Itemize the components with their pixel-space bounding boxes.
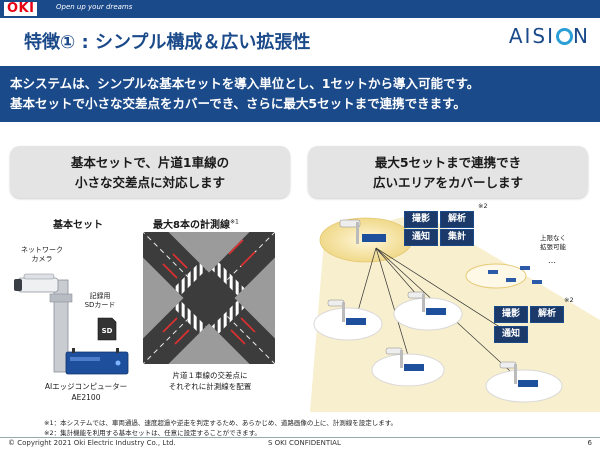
- footnote-2: ※2：集計機能を利用する基本セットは、任意に設定することができます。: [44, 429, 261, 437]
- node-icon-5: [499, 361, 538, 387]
- oki-logo: OKI: [4, 2, 38, 16]
- tag-capture-bottom: 撮影: [494, 306, 528, 323]
- top-bar: OKI Open up your dreams: [0, 0, 600, 18]
- measure-line-3: [228, 239, 244, 255]
- tag-aggregate-top: 集計: [440, 229, 474, 246]
- network-camera-icon: [14, 273, 59, 293]
- footer: © Copyright 2021 Oki Electric Industry C…: [0, 439, 600, 450]
- left-heading-line-2: 小さな交差点に対応します: [74, 175, 225, 190]
- node-disc-6: [465, 263, 527, 289]
- intro-banner: 本システムは、シンプルな基本セットを導入単位とし、1セットから導入可能です。 基…: [0, 66, 600, 122]
- brand-prefix: AISI: [508, 24, 556, 48]
- max-lines-label: 最大8本の計測線※1: [153, 216, 239, 231]
- footer-divider: [0, 437, 600, 438]
- right-note-2: ※2: [564, 296, 574, 304]
- brand-o-icon: [556, 28, 574, 45]
- road-label-line-1: 片道１車線の交差点に: [172, 371, 248, 380]
- sd-icon-text: SD: [102, 327, 113, 335]
- brand-suffix: N: [573, 24, 590, 48]
- unlimited-line-1: 上限なく: [540, 234, 566, 242]
- left-panel-heading: 基本セットで、片道1車線の 小さな交差点に対応します: [10, 146, 290, 198]
- intersection-caption: 片道１車線の交差点に それぞれに計測線を配置: [148, 370, 272, 392]
- sd-label-line-1: 記録用: [89, 292, 111, 300]
- slide-title: 特徴① : シンプル構成＆広い拡張性: [24, 32, 311, 53]
- page-number: 6: [587, 439, 592, 447]
- measurement-lines: [162, 239, 256, 345]
- tag-capture-top: 撮影: [404, 211, 438, 228]
- measure-line-4: [240, 251, 256, 267]
- intersection-image: [143, 232, 275, 364]
- camera-label-line-2: カメラ: [31, 255, 53, 263]
- measure-line-1: [162, 263, 178, 279]
- measure-line-5: [162, 317, 178, 333]
- node-icons: [327, 219, 538, 387]
- tag-notify-top: 通知: [404, 229, 438, 246]
- unlimited-line-2: 拡張可能: [540, 243, 566, 251]
- confidential-label: S OKI CONFIDENTIAL: [268, 439, 341, 447]
- max-lines-note: ※1: [229, 218, 239, 226]
- right-heading-line-1: 最大5セットまで連携でき: [374, 155, 522, 170]
- tag-analyze-top: 解析: [440, 211, 474, 228]
- max-lines-text: 最大8本の計測線: [153, 220, 230, 231]
- footnote-1: ※1：本システムでは、車両通過、速度超過や逆走を判定するため、あらかじめ、道路画…: [44, 419, 398, 427]
- right-panel-heading: 最大5セットまで連携でき 広いエリアをカバーします: [308, 146, 588, 198]
- device-label: AIエッジコンピューター AE2100: [38, 381, 134, 403]
- banner-line-2: 基本セットで小さな交差点をカバーでき、さらに最大5セットまで連携できます。: [10, 96, 466, 111]
- measure-line-6: [174, 329, 190, 345]
- pole-bracket: [49, 293, 73, 303]
- node-icon-2: [327, 299, 366, 325]
- sd-card-icon: SD: [97, 317, 117, 341]
- camera-label: ネットワーク カメラ: [16, 246, 68, 264]
- sd-card-label: 記録用 SDカード: [78, 292, 122, 310]
- sd-label-line-2: SDカード: [84, 301, 116, 309]
- right-note-1: ※2: [478, 202, 488, 210]
- device-label-line-2: AE2100: [71, 393, 101, 402]
- banner-line-1: 本システムは、シンプルな基本セットを導入単位とし、1セットから導入可能です。: [10, 76, 480, 91]
- measure-line-8: [240, 317, 256, 333]
- ellipsis: …: [548, 256, 556, 265]
- camera-pole: [53, 279, 69, 373]
- node-icon-3: [407, 291, 446, 315]
- camera-label-line-1: ネットワーク: [21, 246, 63, 254]
- measure-line-7: [230, 329, 246, 345]
- right-heading-line-2: 広いエリアをカバーします: [372, 175, 523, 190]
- tag-analyze-bottom: 解析: [530, 306, 564, 323]
- footnotes: ※1：本システムでは、車両通過、速度超過や逆走を判定するため、あらかじめ、道路画…: [44, 418, 397, 438]
- tag-notify-bottom: 通知: [494, 326, 528, 343]
- basic-set-illustration: SD: [14, 273, 129, 375]
- node-icon-4: [385, 347, 424, 371]
- measure-line-2: [172, 253, 188, 269]
- node-icon-main: [339, 219, 386, 244]
- device-label-line-1: AIエッジコンピューター: [44, 382, 128, 391]
- tagline: Open up your dreams: [56, 3, 133, 11]
- network-diagram: [310, 212, 600, 412]
- unlimited-expansion-label: 上限なく 拡張可能: [533, 234, 573, 252]
- road-label-line-2: それぞれに計測線を配置: [168, 382, 252, 391]
- copyright: © Copyright 2021 Oki Electric Industry C…: [8, 439, 176, 447]
- distant-nodes: [488, 266, 542, 284]
- basic-set-label: 基本セット: [53, 220, 103, 231]
- left-heading-line-1: 基本セットで、片道1車線の: [70, 155, 230, 170]
- ae2100-device-icon: [65, 348, 129, 375]
- aision-logo: AISI N: [509, 24, 590, 48]
